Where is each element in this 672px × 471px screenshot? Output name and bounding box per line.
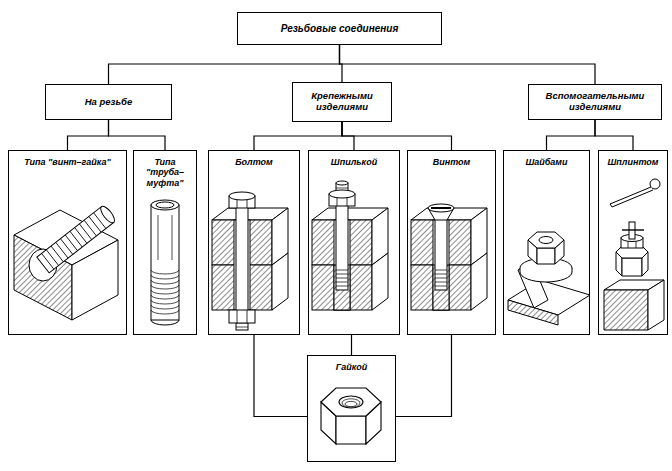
node-label: Резьбовые соединения	[278, 23, 402, 35]
node-label: Крепежными изделиями	[293, 91, 391, 113]
screw-nut-figure	[14, 204, 118, 320]
type-box: Типа "винт–гайка"	[8, 150, 127, 335]
cotter-pin-figure	[604, 179, 664, 330]
tree-connector	[109, 45, 340, 84]
tree-connector	[340, 45, 596, 84]
tree-connector	[396, 335, 452, 417]
tree-connector	[254, 122, 342, 150]
type-box: Болтом	[208, 150, 300, 335]
node-label: Гайкой	[333, 362, 370, 372]
category-box: Вспомогательными изделиями	[528, 84, 662, 120]
category-box: На резьбе	[45, 84, 172, 120]
category-box: Резьбовые соединения	[237, 12, 442, 45]
nut-figure	[321, 388, 381, 444]
tree-connector	[595, 120, 633, 150]
node-label: Вспомогательными изделиями	[529, 91, 661, 113]
tree-connector	[342, 122, 452, 150]
tree-connector	[547, 120, 596, 150]
screw-figure	[411, 204, 487, 310]
node-label: Шплинтом	[605, 157, 662, 167]
bolt-figure	[212, 192, 288, 330]
washer-figure	[508, 232, 590, 325]
tree-connector	[109, 120, 166, 150]
node-label: Болтом	[232, 157, 276, 167]
category-box: Крепежными изделиями	[292, 82, 392, 122]
tree-connector	[68, 120, 109, 150]
tree-connector	[254, 335, 307, 417]
pipe-coupling-figure	[151, 200, 179, 325]
type-box: Типа "труба–муфта"	[133, 150, 197, 335]
type-box: Шпилькой	[308, 150, 400, 335]
type-box: Гайкой	[307, 355, 396, 462]
tree-connector	[351, 335, 352, 355]
node-label: На резьбе	[82, 97, 136, 108]
node-label: Типа "винт–гайка"	[21, 157, 113, 167]
node-label: Типа "труба–муфта"	[134, 157, 196, 188]
type-box: Шайбами	[503, 150, 590, 335]
node-label: Шайбами	[522, 157, 570, 167]
type-box: Винтом	[407, 150, 496, 335]
stud-figure	[312, 181, 388, 310]
node-label: Винтом	[430, 157, 473, 167]
type-box: Шплинтом	[598, 150, 668, 335]
node-label: Шпилькой	[328, 157, 380, 167]
